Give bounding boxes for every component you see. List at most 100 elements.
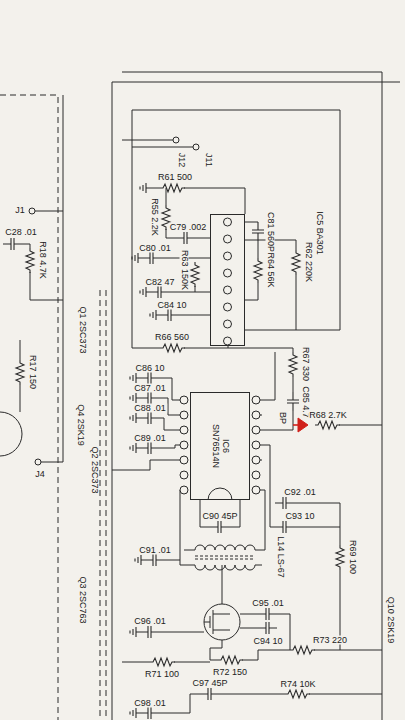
capacitor-label: C98 .01 xyxy=(133,699,167,708)
pin-socket xyxy=(252,426,260,434)
ic-notch xyxy=(208,488,232,500)
resistor-label: R74 10K xyxy=(279,680,316,689)
capacitor-label: C90 45P xyxy=(201,512,238,521)
capacitor-label: C28 .01 xyxy=(4,228,38,237)
capacitor-symbol xyxy=(150,286,169,298)
coil-label: L14 LS-67 xyxy=(276,535,285,579)
wire xyxy=(112,378,240,565)
jack-label: J11 xyxy=(204,152,213,168)
jack xyxy=(173,137,179,143)
jack-label: J4 xyxy=(34,470,46,479)
capacitor-symbol xyxy=(140,412,159,424)
text-group: IC5 BA301 xyxy=(314,211,324,255)
capacitor-label: C92 .01 xyxy=(283,488,317,497)
ground-symbol xyxy=(135,555,145,565)
capacitor-symbol xyxy=(140,442,159,454)
transistor-label: Q10 2SK19 xyxy=(386,596,395,645)
part-number: SN76514N xyxy=(210,424,220,468)
resistor-label: R66 560 xyxy=(154,333,190,342)
capacitor-label: C95 .01 xyxy=(251,599,285,608)
capacitor-label: C97 45P xyxy=(191,679,228,688)
capacitor-label: C79 .002 xyxy=(169,223,208,232)
capacitor-symbol xyxy=(252,222,264,241)
capacitor-symbol xyxy=(275,521,294,533)
capacitor-symbol xyxy=(140,626,159,638)
resistor-symbol xyxy=(16,360,24,385)
pin-socket xyxy=(224,218,232,226)
transistor-label: Q4 2SK19 xyxy=(76,403,85,447)
jack xyxy=(35,459,41,465)
resistor-label: R17 150 xyxy=(28,354,37,390)
capacitor-label: C94 10 xyxy=(252,637,283,646)
capacitor-label: C93 10 xyxy=(284,512,315,521)
transformer-core xyxy=(195,556,255,559)
pin-socket xyxy=(224,337,232,345)
resistor-label: R69 100 xyxy=(348,539,357,575)
ground-symbol xyxy=(130,373,140,383)
wire xyxy=(122,614,382,713)
pin-socket xyxy=(252,486,260,494)
resistor-label: R71 100 xyxy=(144,670,180,679)
pin-socket xyxy=(224,320,232,328)
transistor-label: Q3 2SC763 xyxy=(78,575,87,624)
part-name: IC5 BA301 xyxy=(314,211,324,255)
pin-socket xyxy=(180,471,188,479)
jack xyxy=(193,144,199,150)
capacitor-symbol xyxy=(210,521,229,533)
resistor-symbol xyxy=(315,421,340,429)
resistor-label: R18 4.7K xyxy=(38,240,47,280)
ground-symbol xyxy=(150,310,160,320)
capacitor-symbol xyxy=(160,309,179,321)
capacitor-label: C96 .01 xyxy=(133,617,167,626)
pin-socket xyxy=(252,456,260,464)
ground-symbol xyxy=(130,627,140,637)
pin-socket xyxy=(180,396,188,404)
pin-socket xyxy=(252,471,260,479)
capacitor-label: C87 .01 xyxy=(133,384,167,393)
capacitor-symbol xyxy=(200,688,219,700)
capacitor-label: C91 .01 xyxy=(138,546,172,555)
resistor-symbol xyxy=(150,658,175,666)
resistor-label: R67 330 xyxy=(301,346,310,382)
capacitor-symbol xyxy=(287,392,299,411)
pin-socket xyxy=(224,303,232,311)
resistor-label: R72 150 xyxy=(212,668,248,677)
capacitor-symbol xyxy=(140,707,159,719)
capacitor-symbol xyxy=(3,238,22,250)
resistor-symbol xyxy=(160,184,185,192)
ground-symbol xyxy=(140,183,150,193)
resistor-symbol xyxy=(191,262,199,287)
capacitor-label: C88 .01 xyxy=(133,404,167,413)
pin-socket xyxy=(224,286,232,294)
capacitor-label: C82 47 xyxy=(144,278,175,287)
wire xyxy=(0,95,63,462)
pin-socket xyxy=(224,252,232,260)
socket-block: IC5 BA301 xyxy=(210,214,245,346)
capacitor-symbol xyxy=(142,252,161,264)
ic-chip: IC6SN76514N xyxy=(190,392,250,500)
ground-symbol xyxy=(140,287,150,297)
resistor-label: R64 56K xyxy=(266,251,275,288)
pin-socket xyxy=(180,456,188,464)
part-name: IC6 xyxy=(220,424,230,468)
resistor-label: R63 150K xyxy=(180,249,189,291)
resistor-symbol xyxy=(290,646,315,654)
pin-socket xyxy=(180,486,188,494)
coil-windings xyxy=(195,545,255,570)
resistor-label: R61 500 xyxy=(157,173,193,182)
capacitor-label: C89 .01 xyxy=(133,434,167,443)
resistor-label: R55 2.2K xyxy=(150,197,159,237)
wire xyxy=(184,352,340,650)
capacitor-symbol xyxy=(140,372,159,384)
capacitor-symbol xyxy=(145,554,164,566)
capacitor-symbol xyxy=(258,622,277,634)
pin-socket xyxy=(224,235,232,243)
test-point-label: BP xyxy=(278,411,287,425)
pin-socket xyxy=(252,441,260,449)
capacitor-label: C84 10 xyxy=(156,301,187,310)
ground-symbol xyxy=(130,708,140,718)
bus-wire xyxy=(112,72,400,720)
transistor-symbol xyxy=(204,610,230,634)
transformer-coil xyxy=(195,545,255,570)
capacitor-symbol xyxy=(275,497,294,509)
